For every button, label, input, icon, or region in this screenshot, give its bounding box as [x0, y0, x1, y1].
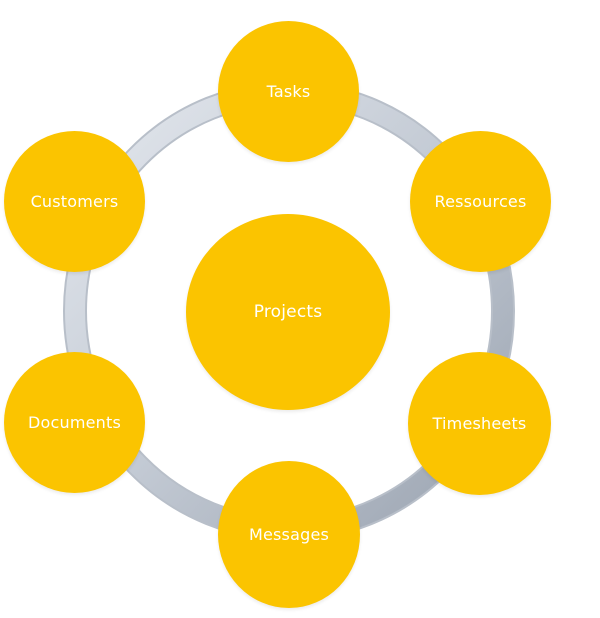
node-tasks: Tasks — [218, 21, 359, 162]
node-messages: Messages — [218, 461, 360, 608]
node-messages-label: Messages — [248, 525, 330, 544]
node-ressources: Ressources — [410, 131, 551, 272]
node-projects-label: Projects — [253, 302, 323, 322]
node-ressources-label: Ressources — [434, 192, 527, 211]
node-customers: Customers — [4, 131, 145, 272]
node-customers-label: Customers — [30, 192, 119, 211]
node-tasks-label: Tasks — [266, 82, 311, 101]
node-projects-center: Projects — [186, 214, 390, 410]
node-timesheets: Timesheets — [408, 352, 551, 495]
node-timesheets-label: Timesheets — [432, 414, 527, 433]
node-documents-label: Documents — [27, 413, 122, 432]
node-documents: Documents — [4, 352, 145, 493]
